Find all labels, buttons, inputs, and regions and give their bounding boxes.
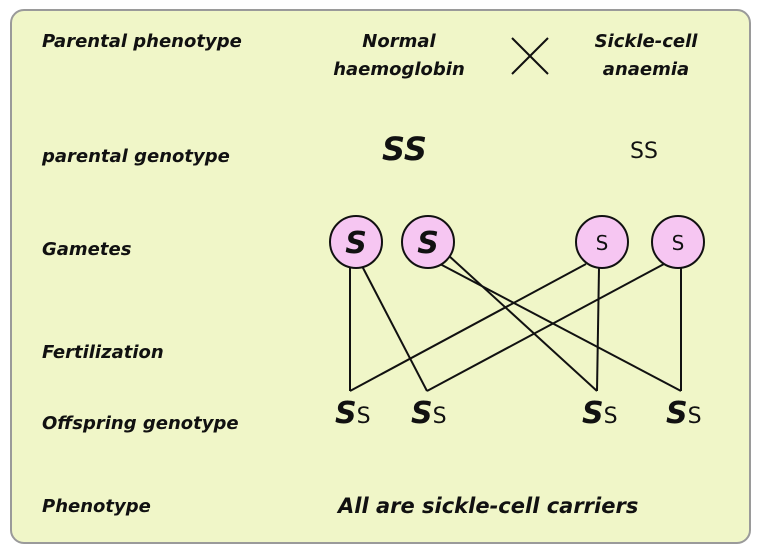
gamete-circle [401,215,455,269]
offspring-dominant-allele: S [666,396,688,431]
phenotype-result: All are sickle-cell carriers [338,494,639,518]
gamete-4: S [651,215,705,269]
right-parent-phenotype: Sickle-cell anaemia [561,28,731,84]
right-parent-phenotype-line1: Sickle-cell [594,31,698,52]
gamete-allele: S [596,231,609,255]
offspring-recessive-allele: S [432,404,447,429]
left-parent-phenotype-line2: haemoglobin [333,59,465,80]
left-parent-phenotype: Normal haemoglobin [314,28,484,84]
gamete-1: S [329,215,383,269]
cross-icon [511,37,549,75]
offspring-dominant-allele: S [582,396,604,431]
gamete-circle [329,215,383,269]
gamete-allele: S [417,226,439,261]
left-parent-genotype: SS [382,130,427,168]
offspring-4: SS [666,396,702,431]
label-phenotype: Phenotype [42,496,151,517]
gamete-circle [651,215,705,269]
cross-line [361,265,428,392]
offspring-dominant-allele: S [335,396,357,431]
label-fertilization: Fertilization [42,342,164,363]
cross-line [426,263,665,392]
cross-line [349,263,587,392]
gamete-2: S [401,215,455,269]
diagram-panel [10,9,751,544]
offspring-2: SS [411,396,447,431]
label-parental-genotype: parental genotype [42,146,230,167]
offspring-recessive-allele: S [356,404,371,429]
right-parent-genotype: SS [630,139,658,164]
label-gametes: Gametes [42,239,132,260]
offspring-dominant-allele: S [411,396,433,431]
right-parent-phenotype-line2: anaemia [602,59,690,80]
gamete-circle [575,215,629,269]
offspring-recessive-allele: S [603,404,618,429]
gamete-allele: S [672,231,685,255]
label-parental-phenotype: Parental phenotype [42,31,242,52]
gamete-3: S [575,215,629,269]
offspring-3: SS [582,396,618,431]
cross-line [439,263,682,392]
gamete-allele: S [345,226,367,261]
offspring-1: SS [335,396,371,431]
offspring-recessive-allele: S [687,404,702,429]
left-parent-phenotype-line1: Normal [362,31,436,52]
cross-line [447,254,598,392]
label-offspring-genotype: Offspring genotype [42,413,239,434]
cross-line [596,267,600,392]
